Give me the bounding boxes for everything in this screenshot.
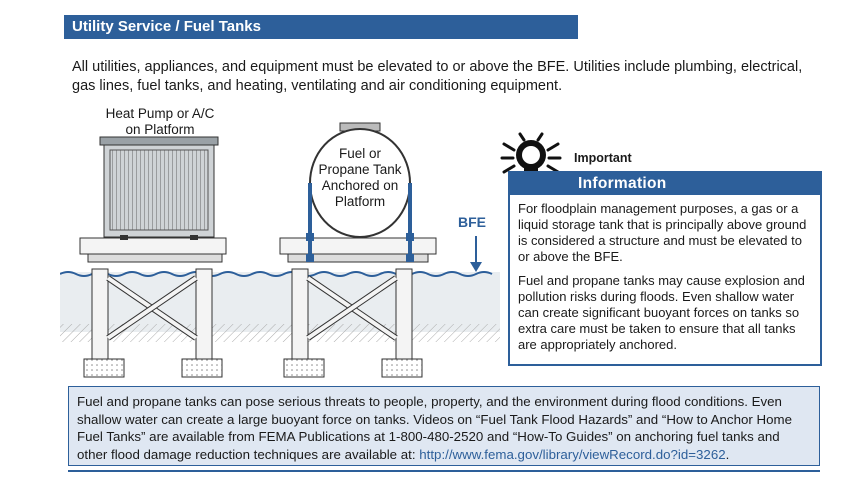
- water-line: [59, 271, 493, 277]
- tank-label: Fuel or Propane Tank Anchored on Platfor…: [318, 146, 402, 209]
- tank-platform: [279, 122, 437, 378]
- footer-text: Fuel and propane tanks can pose serious …: [77, 394, 792, 462]
- section-title: Utility Service / Fuel Tanks: [64, 15, 578, 39]
- info-paragraph-1: For floodplain management purposes, a ga…: [518, 201, 807, 264]
- heat-pump-platform: [79, 136, 227, 378]
- bottom-divider: [68, 470, 820, 472]
- footer-end: .: [725, 446, 730, 462]
- fema-link[interactable]: http://www.fema.gov/library/viewRecord.d…: [419, 446, 726, 462]
- footer-note: Fuel and propane tanks can pose serious …: [68, 386, 820, 466]
- bfe-label: BFE: [458, 214, 486, 230]
- important-label: Important: [574, 151, 632, 165]
- intro-paragraph: All utilities, appliances, and equipment…: [72, 59, 803, 94]
- information-box: Information For floodplain management pu…: [508, 171, 822, 366]
- lightbulb-icon: [500, 132, 562, 185]
- info-paragraph-2: Fuel and propane tanks may cause explosi…: [518, 273, 805, 352]
- elevation-illustration: Heat Pump or A/C on Platform Fuel or Pro…: [59, 98, 500, 388]
- heat-pump-label: Heat Pump or A/C on Platform: [105, 106, 215, 137]
- information-heading: Information: [510, 173, 820, 195]
- platform-drawing: [59, 122, 500, 378]
